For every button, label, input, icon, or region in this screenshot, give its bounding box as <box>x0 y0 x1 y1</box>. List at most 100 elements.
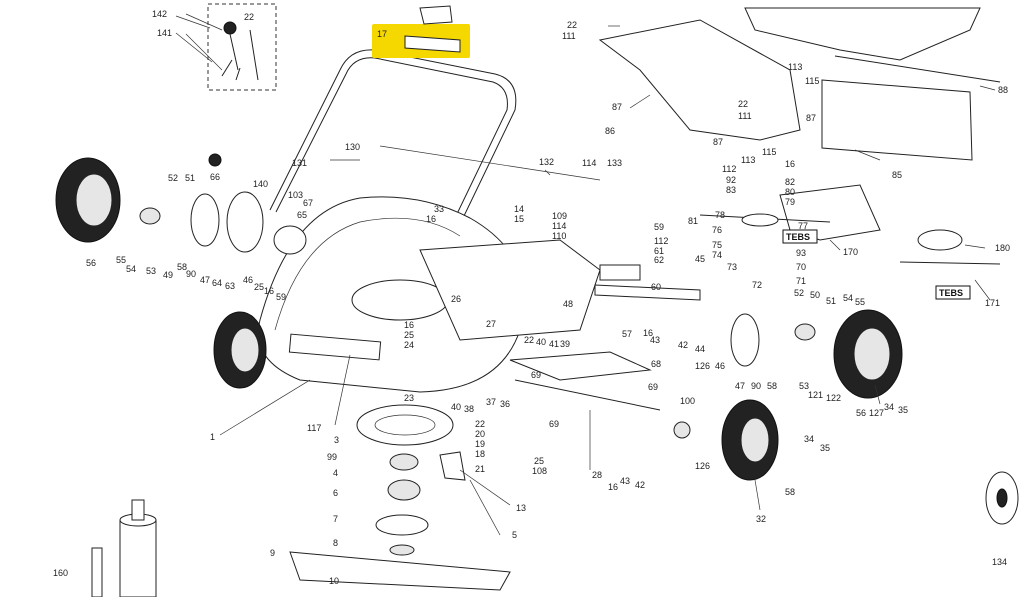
label-22b: 22 <box>567 20 577 30</box>
label-15: 15 <box>514 214 524 224</box>
label-92: 92 <box>726 175 736 185</box>
label-10: 10 <box>329 576 339 586</box>
label-34a: 34 <box>884 402 894 412</box>
label-7: 7 <box>333 514 338 524</box>
label-140: 140 <box>253 179 268 189</box>
leader-lines <box>175 15 996 536</box>
label-43b: 43 <box>620 476 630 486</box>
label-56b: 56 <box>856 408 866 418</box>
label-52b: 52 <box>794 288 804 298</box>
label-62: 62 <box>654 255 664 265</box>
label-22a: 22 <box>244 12 254 22</box>
label-87c: 87 <box>713 137 723 147</box>
label-134: 134 <box>992 557 1007 567</box>
label-33: 33 <box>434 204 444 214</box>
label-55a: 55 <box>116 255 126 265</box>
label-90b: 90 <box>751 381 761 391</box>
handle-bar <box>269 49 517 246</box>
label-16b: 16 <box>426 214 436 224</box>
label-79: 79 <box>785 197 795 207</box>
label-42a: 42 <box>678 340 688 350</box>
knob-part <box>223 21 237 35</box>
label-66: 66 <box>210 172 220 182</box>
label-34b: 34 <box>804 434 814 444</box>
bushing-53 <box>139 207 161 225</box>
label-39: 39 <box>560 339 570 349</box>
label-40b: 40 <box>451 402 461 412</box>
label-109: 109 <box>552 211 567 221</box>
knob-66 <box>208 153 222 167</box>
rod-88 <box>834 55 1001 83</box>
label-88: 88 <box>998 85 1008 95</box>
label-80: 80 <box>785 187 795 197</box>
tebs-tag-1 <box>782 229 818 244</box>
left-gear-housing <box>226 191 264 253</box>
label-87b: 87 <box>806 113 816 123</box>
label-40a: 40 <box>536 337 546 347</box>
label-16d: 16 <box>404 320 414 330</box>
label-3: 3 <box>334 435 339 445</box>
label-115b: 115 <box>762 147 776 157</box>
label-131: 131 <box>292 158 307 168</box>
spray-can-160 <box>119 519 157 597</box>
label-180: 180 <box>995 243 1010 253</box>
label-50: 50 <box>810 290 820 300</box>
label-142: 142 <box>152 9 167 19</box>
label-54a: 54 <box>126 264 136 274</box>
label-35a: 35 <box>898 405 908 415</box>
label-42b: 42 <box>635 480 645 490</box>
label-28: 28 <box>592 470 602 480</box>
label-24: 24 <box>404 340 414 350</box>
label-61: 61 <box>654 246 664 256</box>
plate-68 <box>509 351 652 381</box>
label-38: 38 <box>464 404 474 414</box>
deck-plate <box>288 333 382 361</box>
label-46a: 46 <box>243 275 253 285</box>
label-26: 26 <box>451 294 461 304</box>
label-9: 9 <box>270 548 275 558</box>
bracket-65 <box>273 225 307 255</box>
label-58c: 58 <box>785 487 795 497</box>
label-74: 74 <box>712 250 722 260</box>
label-69b: 69 <box>648 382 658 392</box>
rear-wheel-left-hub <box>75 173 113 227</box>
label-112b: 112 <box>654 236 668 246</box>
label-51a: 51 <box>185 173 195 183</box>
tebs-tag-2 <box>935 285 971 300</box>
bushing-right <box>794 323 816 341</box>
label-112a: 112 <box>722 164 736 174</box>
part-17-tube <box>404 35 461 53</box>
deck-opening <box>351 279 449 321</box>
label-23: 23 <box>404 393 414 403</box>
label-14: 14 <box>514 204 524 214</box>
label-72: 72 <box>752 280 762 290</box>
label-65: 65 <box>297 210 307 220</box>
handle-bar-inner <box>275 57 508 246</box>
label-132: 132 <box>539 157 554 167</box>
rear-flap-86 <box>598 19 801 141</box>
label-90a: 90 <box>186 269 196 279</box>
deck-contour <box>274 217 461 331</box>
label-8: 8 <box>333 538 338 548</box>
label-32: 32 <box>756 514 766 524</box>
label-16a: 16 <box>785 159 795 169</box>
detail-box <box>207 3 277 91</box>
label-70: 70 <box>796 262 806 272</box>
label-36: 36 <box>500 399 510 409</box>
label-68: 68 <box>651 359 661 369</box>
label-47b: 47 <box>735 381 745 391</box>
front-wheel-right-hub <box>740 417 770 463</box>
part-label-17[interactable]: 17 <box>377 29 387 39</box>
label-73: 73 <box>727 262 737 272</box>
catcher-frame <box>744 7 981 61</box>
label-57: 57 <box>622 329 632 339</box>
label-87a: 87 <box>612 102 622 112</box>
label-110: 110 <box>552 231 566 241</box>
label-71: 71 <box>796 276 806 286</box>
label-19: 19 <box>475 439 485 449</box>
label-100: 100 <box>680 396 695 406</box>
label-13: 13 <box>516 503 526 513</box>
label-133: 133 <box>607 158 622 168</box>
pulley-77 <box>741 213 779 227</box>
label-77: 77 <box>798 221 808 231</box>
